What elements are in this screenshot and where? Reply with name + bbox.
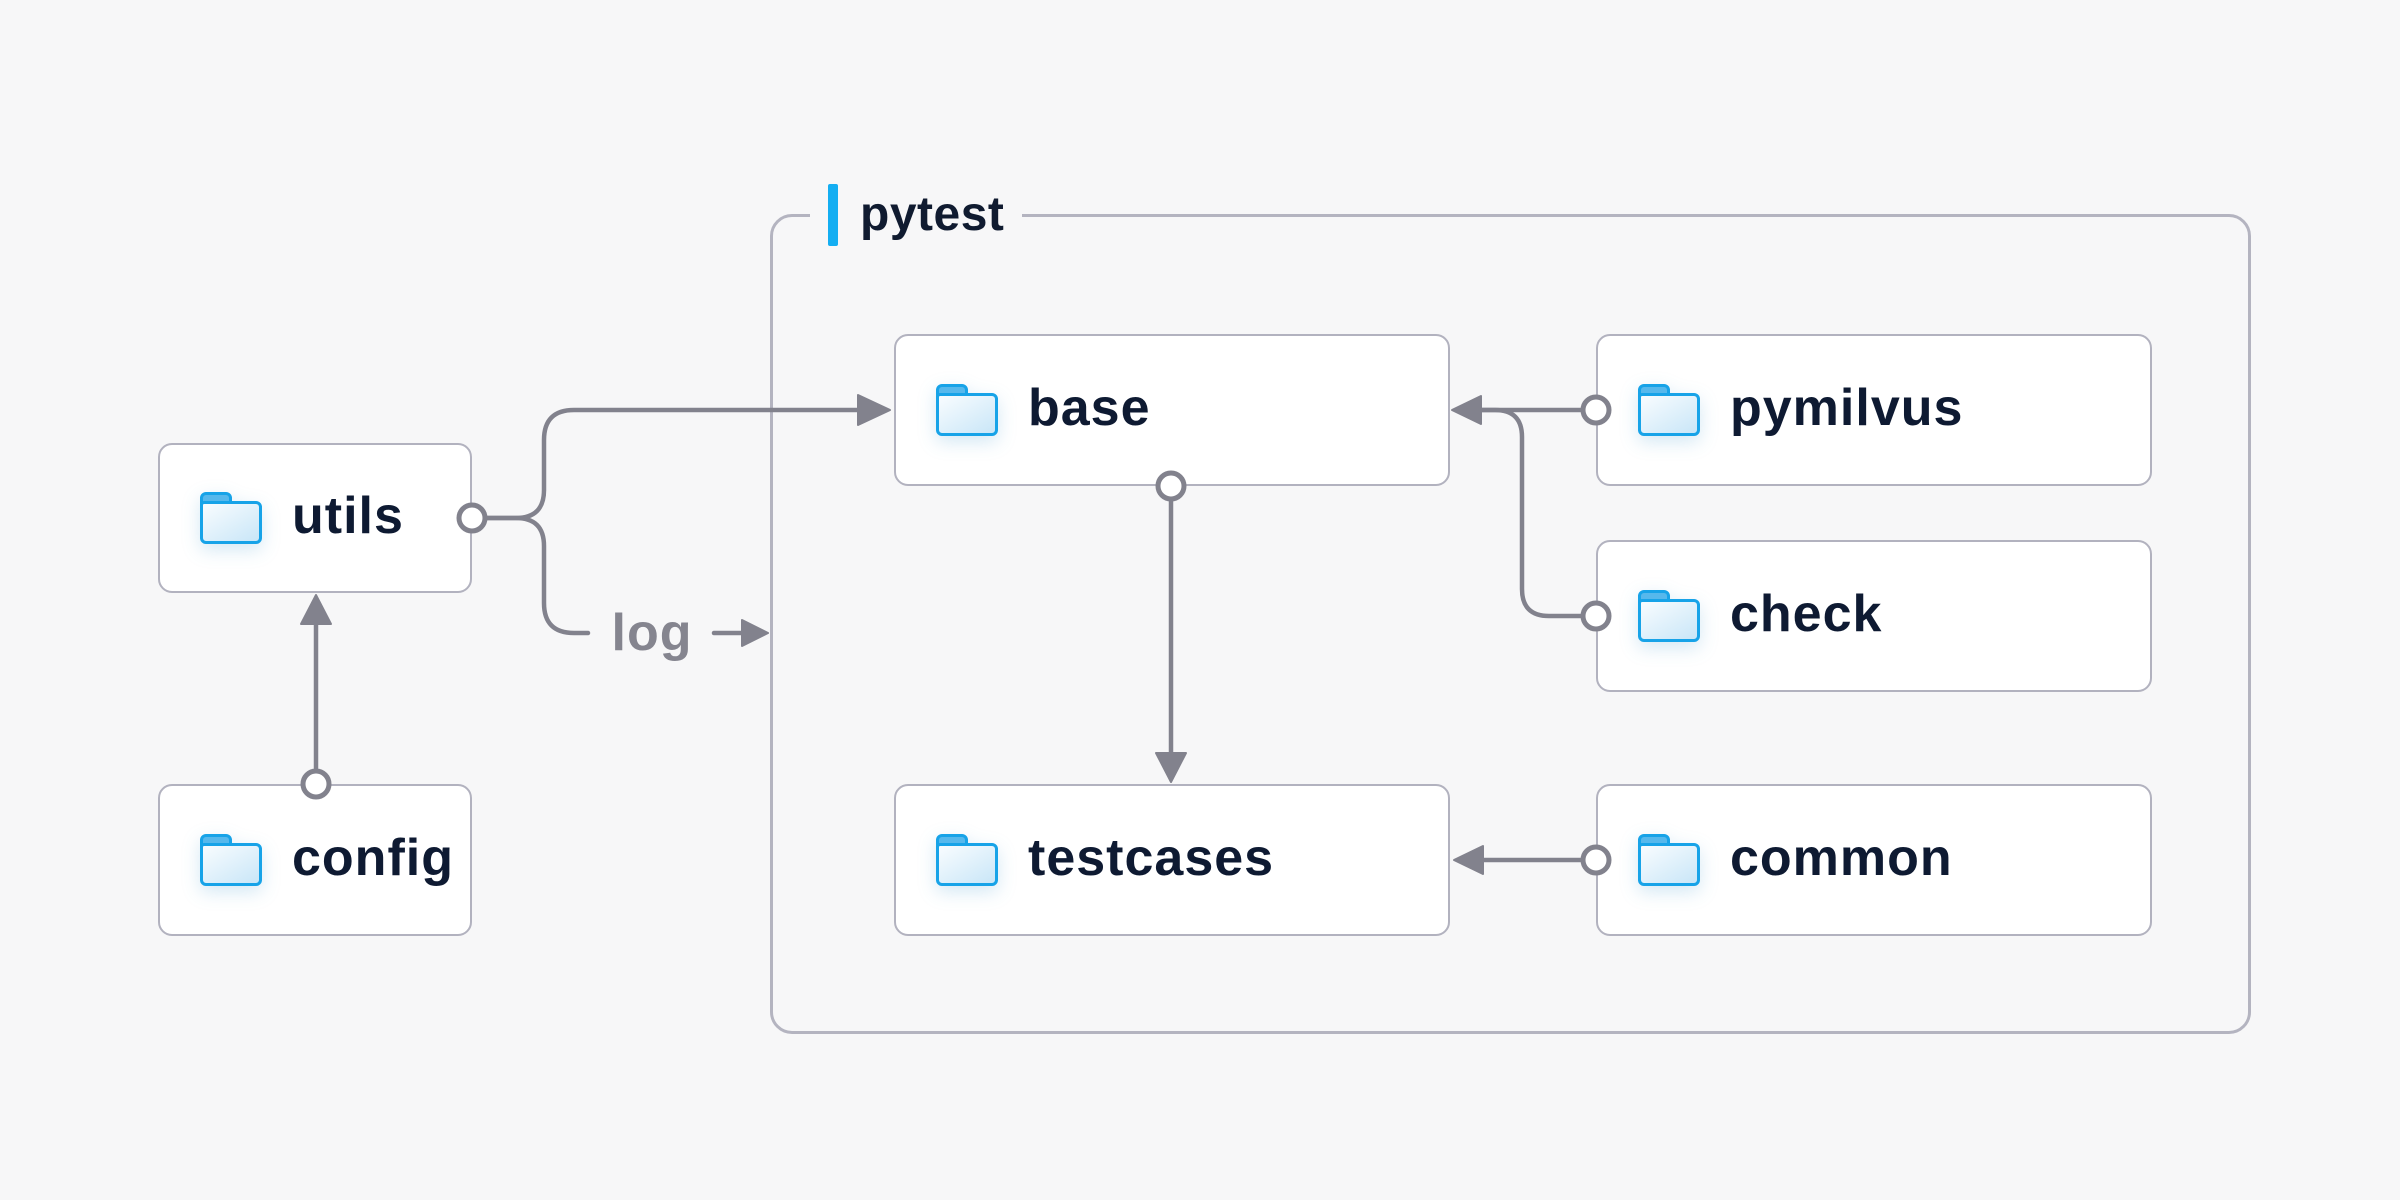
node-base: base xyxy=(894,334,1450,486)
folder-icon xyxy=(1638,384,1700,436)
folder-icon xyxy=(1638,590,1700,642)
node-label: testcases xyxy=(1028,829,1275,887)
node-testcases: testcases xyxy=(894,784,1450,936)
arrowhead-right-icon xyxy=(741,619,769,647)
folder-icon xyxy=(200,834,262,886)
node-label: pymilvus xyxy=(1730,379,1964,437)
node-label: utils xyxy=(292,487,404,545)
pytest-label-text: pytest xyxy=(860,188,1005,241)
folder-icon xyxy=(200,492,262,544)
node-label: check xyxy=(1730,585,1883,643)
folder-icon xyxy=(1638,834,1700,886)
arrowhead-up-icon xyxy=(300,594,332,625)
node-label: common xyxy=(1730,829,1953,887)
pytest-container xyxy=(770,214,2251,1034)
edge-label-log: log xyxy=(611,604,693,662)
edge-config-utils xyxy=(300,594,332,800)
node-label: config xyxy=(292,829,454,887)
pytest-label: pytest xyxy=(810,183,1023,247)
node-config: config xyxy=(158,784,472,936)
accent-bar-icon xyxy=(828,184,838,246)
folder-icon xyxy=(936,384,998,436)
node-pymilvus: pymilvus xyxy=(1596,334,2152,486)
node-common: common xyxy=(1596,784,2152,936)
folder-icon xyxy=(936,834,998,886)
node-label: base xyxy=(1028,379,1151,437)
node-check: check xyxy=(1596,540,2152,692)
node-utils: utils xyxy=(158,443,472,593)
